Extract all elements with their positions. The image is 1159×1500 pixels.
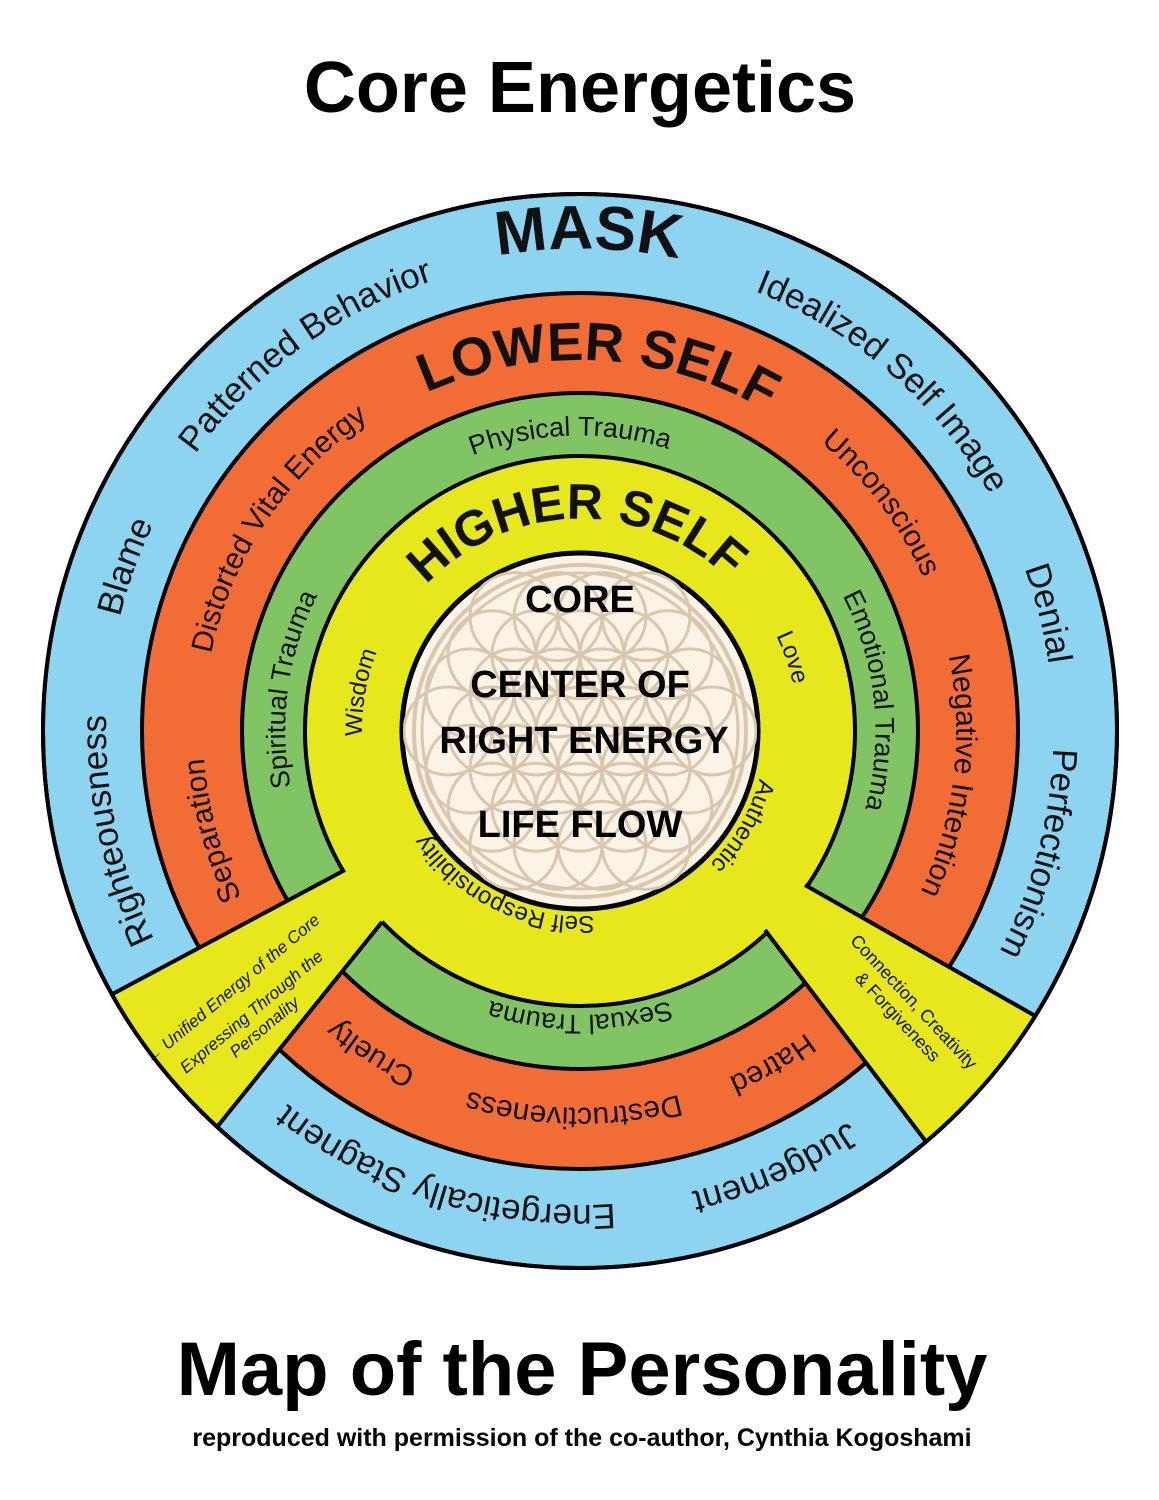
core-circle [399,550,761,912]
svg-text:MASK: MASK [491,193,688,272]
core-label: CORE [525,579,635,621]
core-line: RIGHT ENERGY [439,720,728,762]
channel-left [90,870,420,1142]
outer-border [41,192,1119,1270]
core-text: CORE CENTER OF RIGHT ENERGY LIFE FLOW [439,579,728,846]
mask-heading: MASK [491,193,688,272]
flower-of-life-pattern [403,571,757,891]
footer-credit: reproduced with permission of the co-aut… [192,1424,971,1452]
page-title: Core Energetics [304,48,856,128]
footer-title: Map of the Personality [177,1327,988,1412]
core-line: LIFE FLOW [478,804,683,846]
pattern-circle [556,799,648,891]
core-line: CENTER OF [470,664,690,706]
